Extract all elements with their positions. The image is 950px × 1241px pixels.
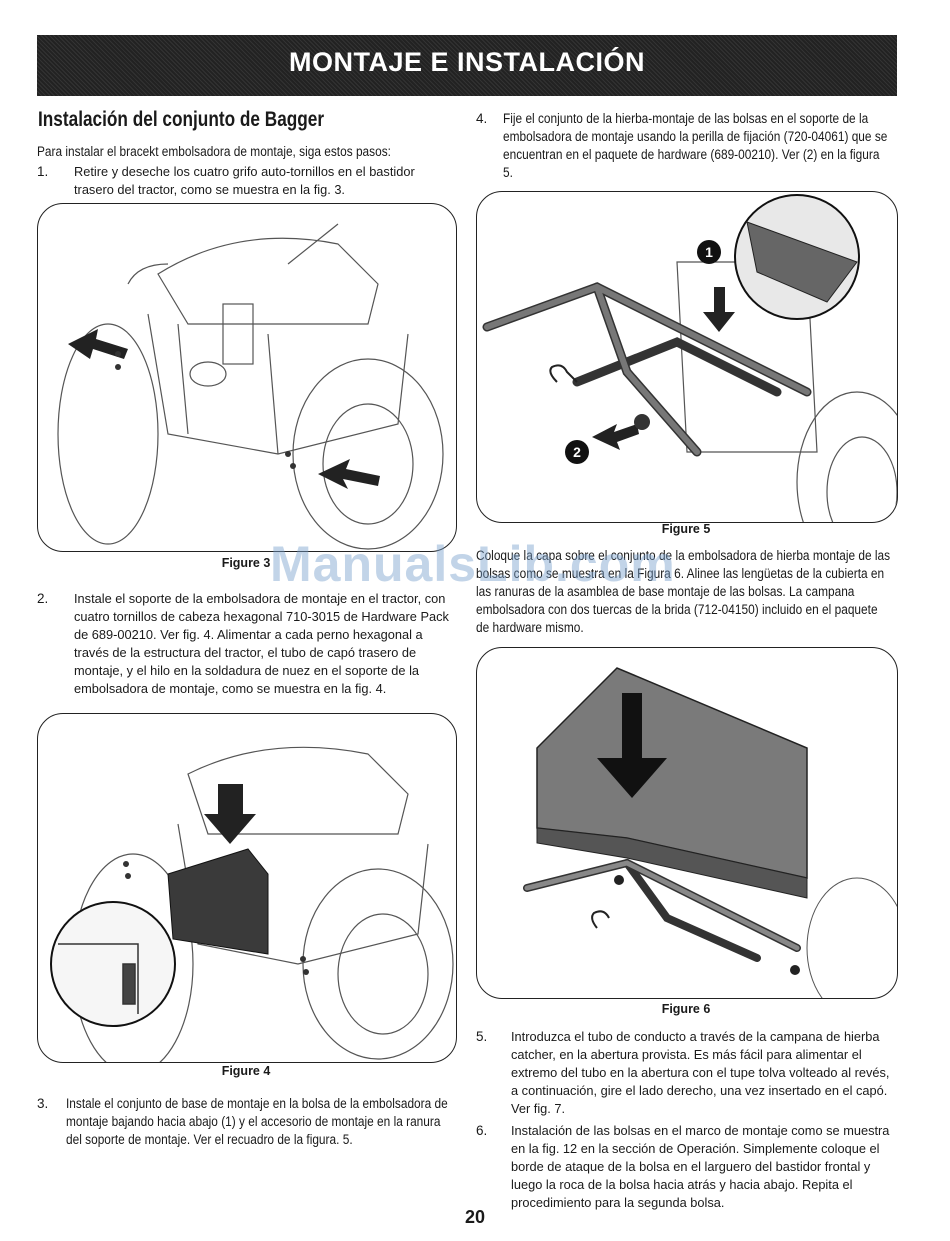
step-1-number: 1. — [37, 164, 49, 179]
figure-4-caption: Figure 4 — [221, 1064, 271, 1078]
step-6-text: Instalación de las bolsas en el marco de… — [511, 1123, 890, 1210]
bagger-bracket-drawing — [50, 746, 454, 1062]
figure-6-illustration — [476, 647, 898, 999]
callout-2: 2 — [573, 444, 581, 460]
step-3-number: 3. — [37, 1096, 49, 1111]
figure-4-illustration — [37, 713, 457, 1063]
intro-paragraph: Para instalar el bracekt embolsadora de … — [37, 144, 391, 159]
bagger-hood-drawing — [523, 667, 897, 998]
section-banner: MONTAJE E INSTALACIÓN — [37, 35, 897, 96]
step-3-text: Instale el conjunto de base de montaje e… — [66, 1096, 448, 1147]
figure-5-caption: Figure 5 — [661, 522, 711, 536]
page-number: 20 — [464, 1207, 486, 1227]
callout-1: 1 — [705, 244, 713, 260]
step-6-number: 6. — [476, 1123, 488, 1138]
step-1-text: Retire y deseche los cuatro grifo auto-t… — [74, 164, 415, 197]
figure-3-caption: Figure 3 — [221, 556, 271, 570]
step-5-text: Introduzca el tubo de conducto a través … — [511, 1029, 890, 1116]
section-title: MONTAJE E INSTALACIÓN — [288, 47, 645, 77]
figure-5-illustration: 1 2 — [476, 191, 898, 523]
step-4-text: Fije el conjunto de la hierba-montaje de… — [503, 111, 888, 180]
watermark: ManualsLib.com — [270, 536, 676, 592]
figure-3-illustration — [37, 203, 457, 552]
figure-6-instruction: Coloque la capa sobre el conjunto de la … — [476, 548, 891, 635]
step-4-number: 4. — [476, 111, 488, 126]
tractor-rear-drawing — [57, 223, 444, 550]
step-5-number: 5. — [476, 1029, 488, 1044]
figure-6-caption: Figure 6 — [661, 1002, 711, 1016]
step-2-number: 2. — [37, 591, 49, 606]
section-heading: Instalación del conjunto de Bagger — [38, 108, 325, 131]
mount-frame-drawing: 1 2 — [482, 194, 897, 522]
step-2-text: Instale el soporte de la embolsadora de … — [74, 591, 449, 696]
